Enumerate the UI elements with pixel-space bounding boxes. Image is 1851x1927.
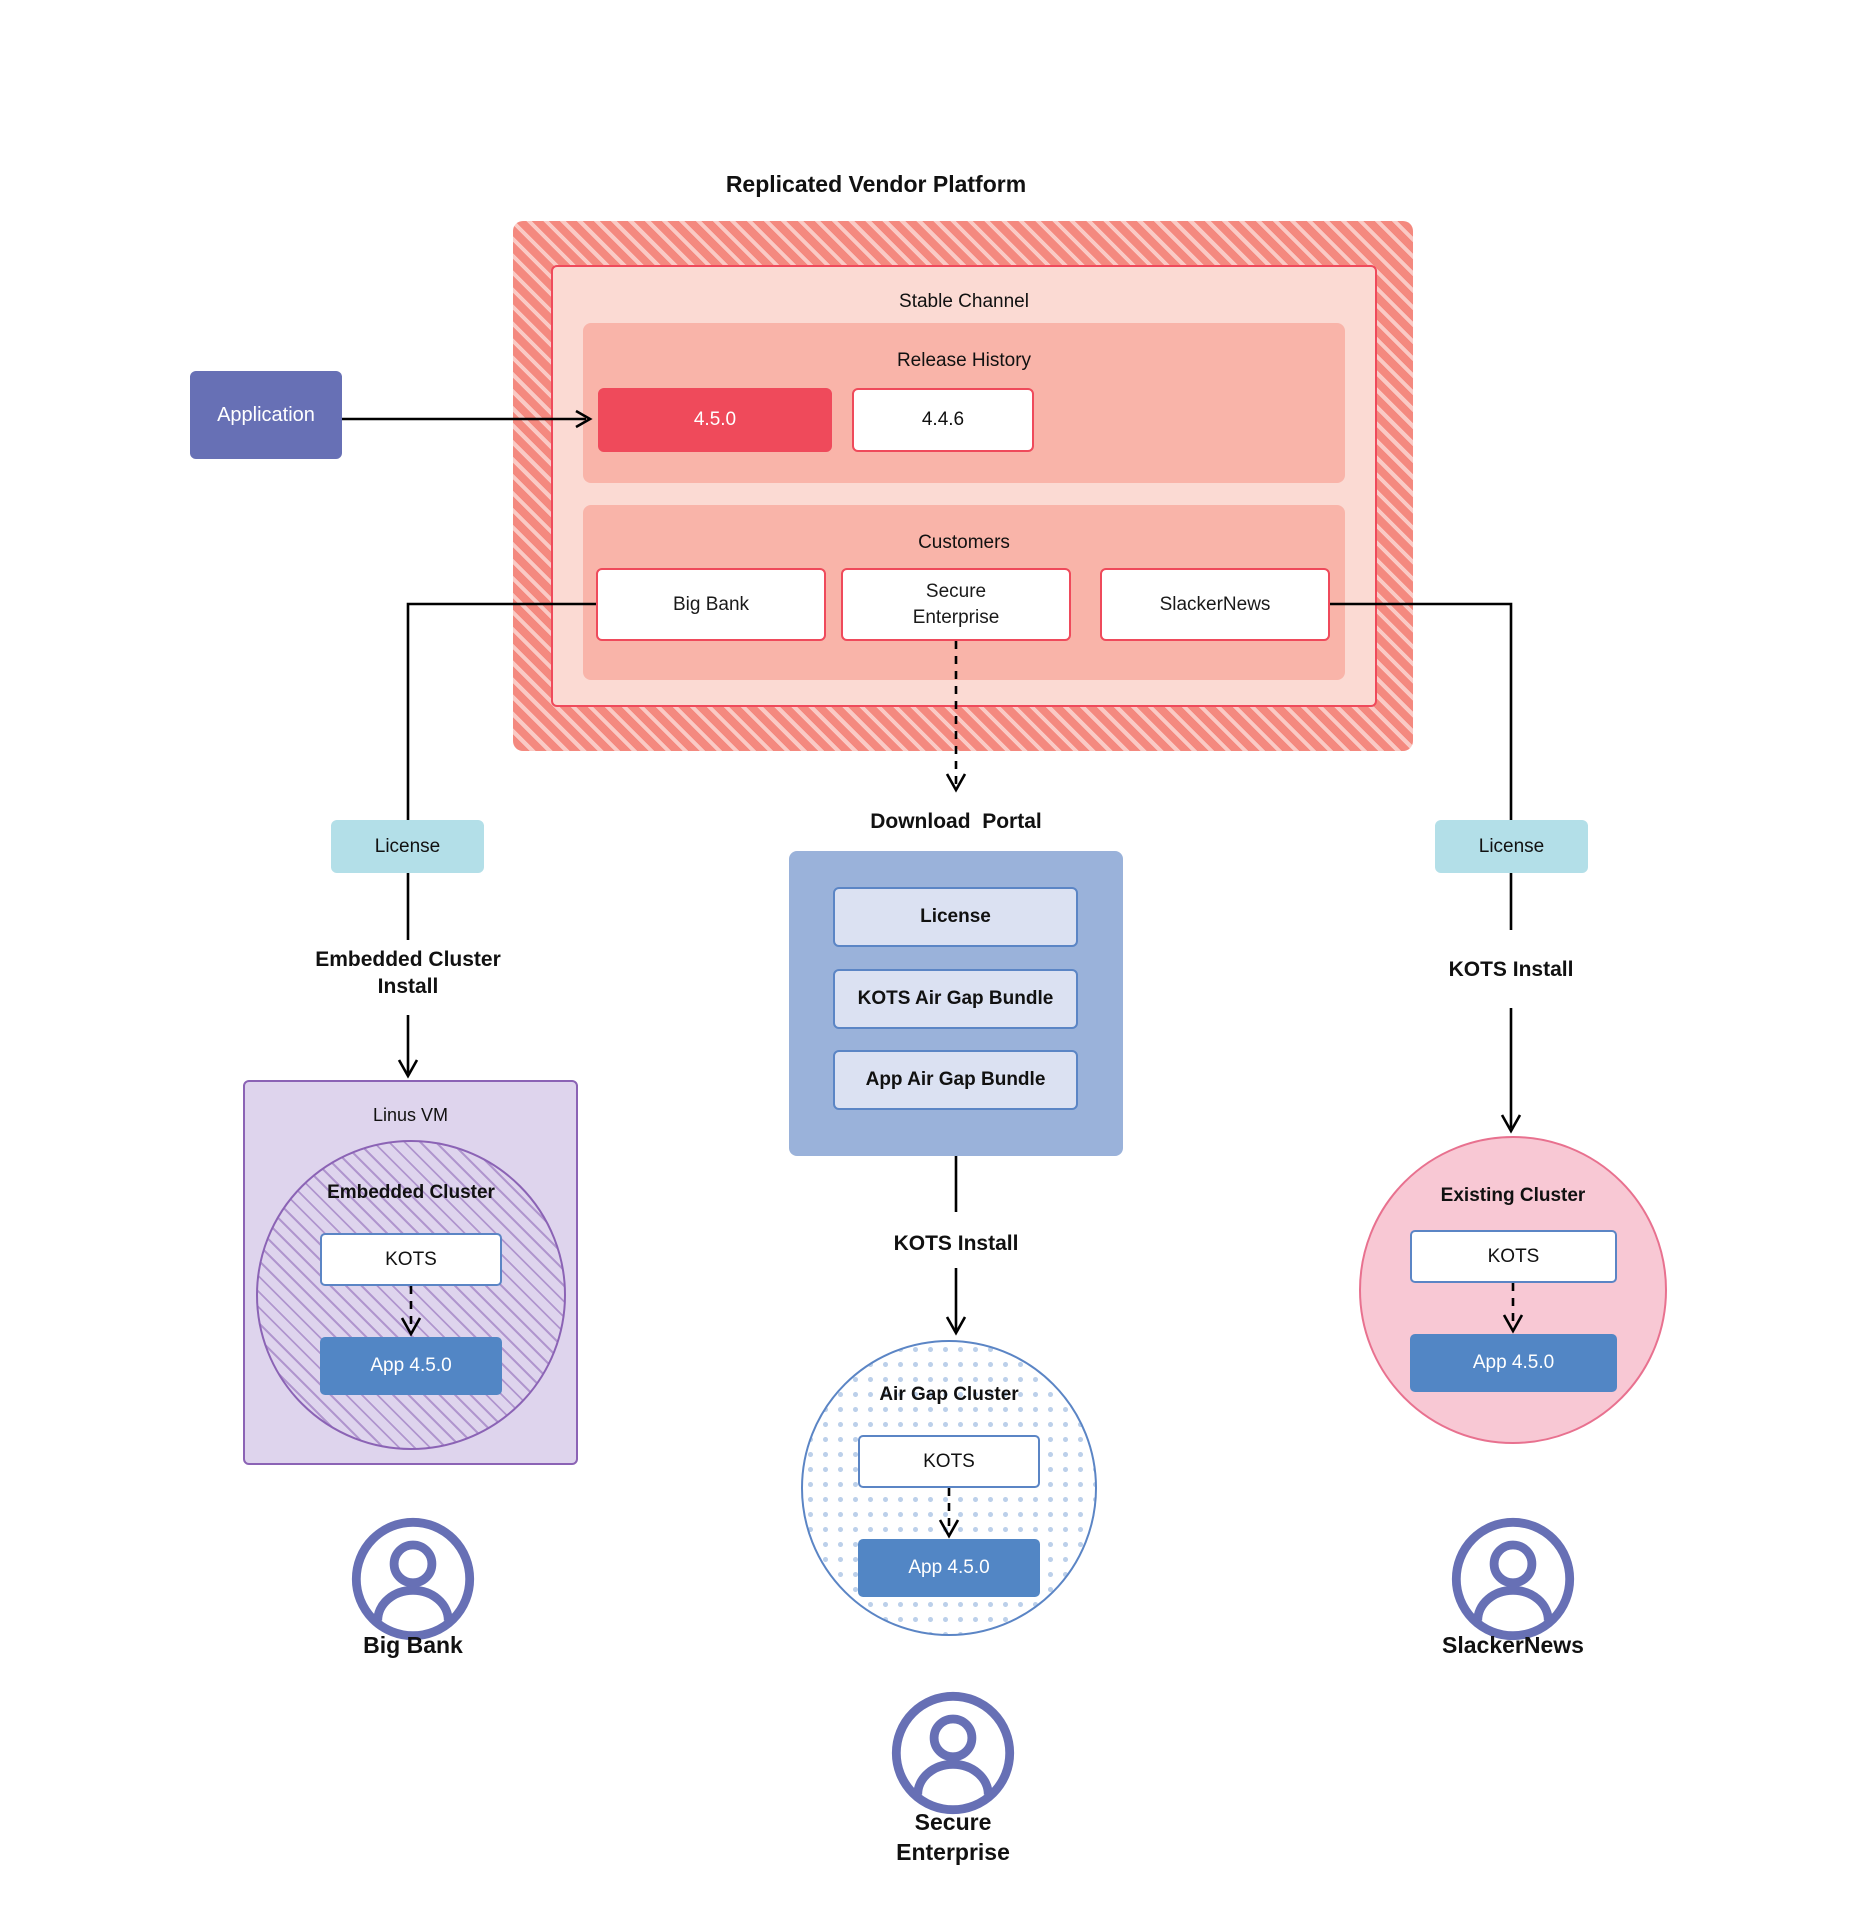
customer-name-big-bank: Big Bank (363, 1632, 463, 1658)
customer-name-secure-enterprise: Secure Enterprise (896, 1809, 1010, 1865)
license-box-left[interactable]: License (331, 820, 484, 873)
existing-cluster-circle (1359, 1136, 1667, 1444)
stable-channel-label: Stable Channel (899, 291, 1029, 312)
app-version-box-embedded[interactable]: App 4.5.0 (320, 1337, 502, 1395)
linus-vm-label: Linus VM (372, 1105, 449, 1125)
embedded-cluster-circle (256, 1140, 566, 1450)
embedded-cluster-label: Embedded Cluster (327, 1182, 495, 1203)
customer-box-slackernews[interactable]: SlackerNews (1100, 568, 1330, 641)
embedded-cluster-install-label: Embedded Cluster Install (315, 948, 501, 999)
person-icon-slackernews (1451, 1517, 1575, 1641)
page-title: Replicated Vendor Platform (725, 171, 1027, 197)
customer-box-big-bank[interactable]: Big Bank (596, 568, 826, 641)
customers-label: Customers (918, 532, 1010, 553)
release-4-5-0[interactable]: 4.5.0 (598, 388, 832, 452)
app-version-box-existing[interactable]: App 4.5.0 (1410, 1334, 1617, 1392)
person-icon-big-bank (351, 1517, 475, 1641)
kots-install-label-right: KOTS Install (1448, 958, 1574, 981)
download-portal-title: Download Portal (870, 810, 1042, 833)
kots-box-airgap[interactable]: KOTS (858, 1435, 1040, 1488)
kots-box-embedded[interactable]: KOTS (320, 1233, 502, 1286)
existing-cluster-label: Existing Cluster (1440, 1185, 1586, 1206)
customer-box-secure-enterprise[interactable]: Secure Enterprise (841, 568, 1071, 641)
release-history-label: Release History (896, 350, 1032, 371)
kots-box-existing[interactable]: KOTS (1410, 1230, 1617, 1283)
app-version-box-airgap[interactable]: App 4.5.0 (858, 1539, 1040, 1597)
portal-item-kots-air-gap-bundle[interactable]: KOTS Air Gap Bundle (833, 969, 1078, 1029)
person-icon-secure-enterprise (891, 1691, 1015, 1815)
customer-name-slackernews: SlackerNews (1442, 1632, 1584, 1658)
application-node[interactable]: Application (190, 371, 342, 459)
license-box-right[interactable]: License (1435, 820, 1588, 873)
air-gap-cluster-label: Air Gap Cluster (879, 1384, 1019, 1405)
portal-item-app-air-gap-bundle[interactable]: App Air Gap Bundle (833, 1050, 1078, 1110)
kots-install-label-center: KOTS Install (893, 1232, 1019, 1255)
release-4-4-6[interactable]: 4.4.6 (852, 388, 1034, 452)
portal-item-license[interactable]: License (833, 887, 1078, 947)
